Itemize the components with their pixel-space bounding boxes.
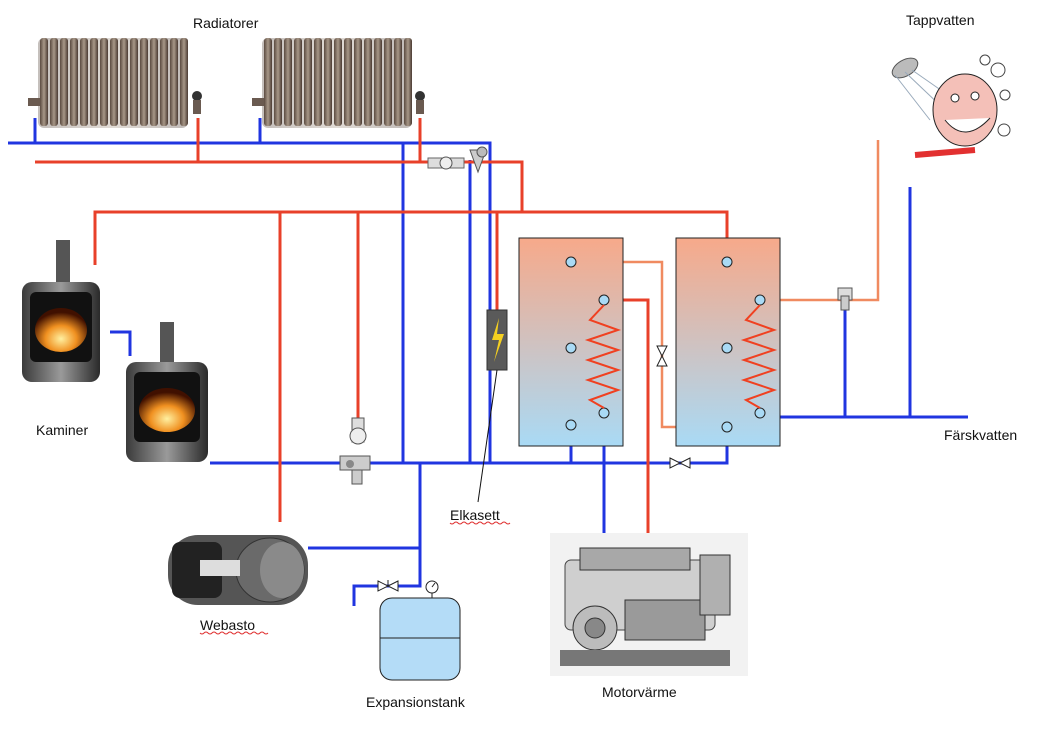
radiator-right [252,38,425,128]
tank1-coil [584,304,622,409]
tank2-coil [740,304,778,409]
label-engine-heat: Motorvärme [602,684,677,700]
label-stoves: Kaminer [36,422,88,438]
stove-front [126,322,208,462]
tank1-port-mid [565,342,577,354]
buffer-tank-2 [675,237,781,447]
stove-link [110,330,132,356]
tank1-port-bottom [565,419,577,431]
tank1-coil-in [598,294,610,306]
tank1-coil-out [598,407,610,419]
lightning-icon [492,318,504,362]
tank2-port-mid [721,342,733,354]
stove-back [22,240,100,382]
hot-pipes [35,118,729,545]
webasto-heater [168,535,308,605]
mixing-valve-icon[interactable] [339,417,371,485]
tap-hot-pipe [845,140,880,302]
tank1-port-top [565,256,577,268]
marine-engine [550,533,748,676]
label-fresh-water: Färskvatten [944,427,1017,443]
radiator-left-valve-icon[interactable] [192,91,202,101]
main-supply-pipe [93,210,729,265]
tank2-coil-out [754,407,766,419]
radiator-left-fins [40,38,188,126]
electric-cassette [477,309,508,503]
expansion-feed [352,548,422,606]
circulation-pump-icon [427,146,488,174]
tank2-port-top [721,256,733,268]
tap-water-shower [886,45,1016,180]
label-expansion-tank: Expansionstank [366,694,466,710]
label-radiators: Radiatorer [193,15,259,31]
label-electric-cassette: Elkasett [450,507,500,523]
tank-link-valve-icon[interactable] [656,345,668,367]
tank2-coil-in [754,294,766,306]
tank2-port-bottom [721,421,733,433]
buffer-tank-1 [518,237,624,447]
radiator-right-fins [264,38,412,126]
radiator-right-valve-icon[interactable] [415,91,425,101]
tap-mixer-valve-icon[interactable] [837,287,853,311]
return-valve-icon[interactable] [669,457,691,469]
label-webasto: Webasto [200,617,255,633]
shower-face [932,73,998,147]
radiator-left [28,38,202,128]
expansion-valve-icon[interactable] [377,580,399,592]
label-tap-water: Tappvatten [906,12,975,28]
radiator-supply-pipe [35,160,524,212]
expansion-tank [379,580,461,681]
